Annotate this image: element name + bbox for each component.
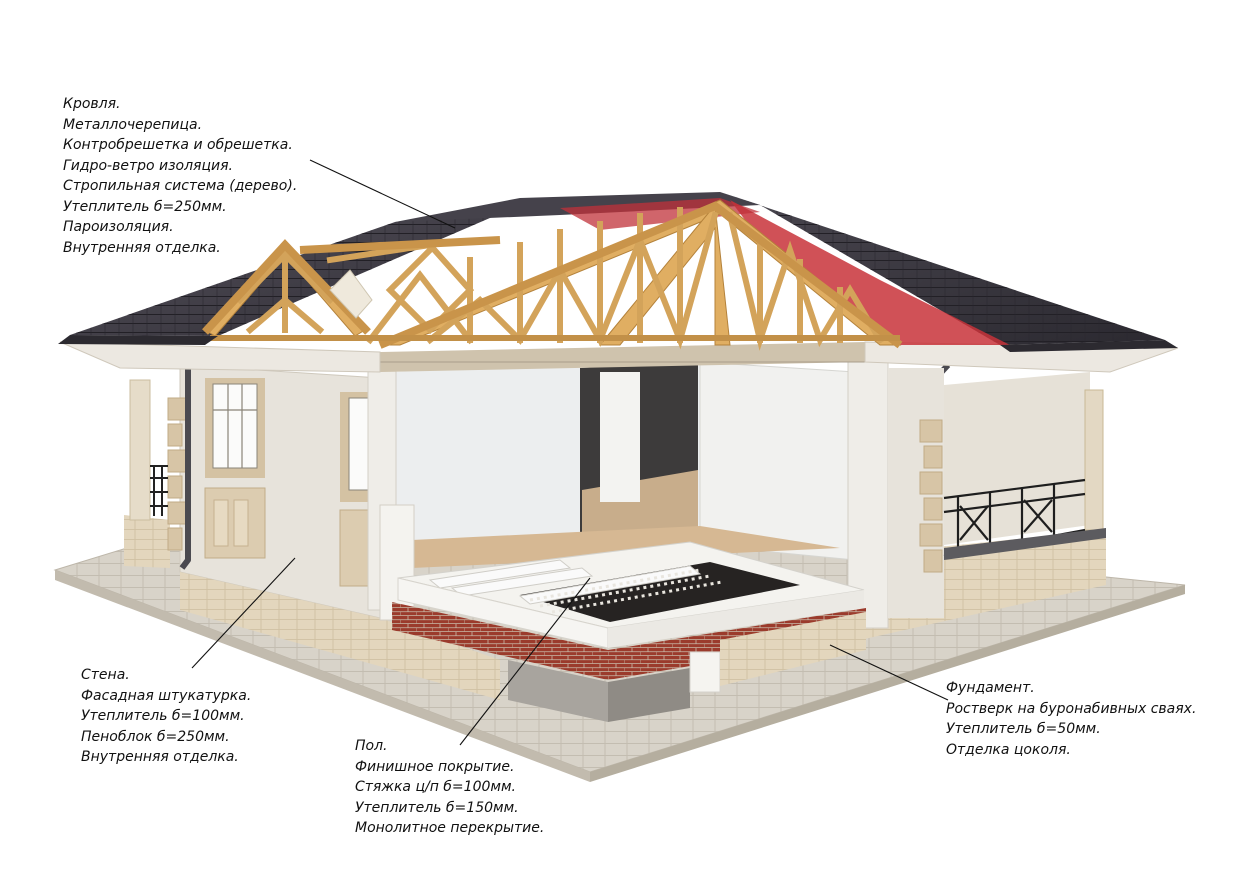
annotation-foundation-line: Фундамент. [946,680,1035,696]
floor-slab-side-edge [608,590,864,648]
foundation-grillage-front [508,660,608,722]
interior-door-jamb [600,372,640,502]
foundation-grillage-side [608,668,690,722]
annotation-floor: Пол. Финишное покрытие. Стяжка ц/п б=100… [355,736,544,839]
annotation-foundation: Фундамент. Ростверк на буронабивных свая… [946,678,1196,760]
roof-membrane [730,200,1010,345]
leader-roof [309,159,456,229]
plinth-finish-right [720,612,866,686]
roof-fascia [58,335,218,345]
roof-slope-right-tiles [720,192,1165,345]
annotation-wall-line: Внутренняя отделка. [81,749,239,765]
annotation-foundation-line: Утеплитель б=50мм. [946,721,1101,737]
annotation-wall: Стена. Фасадная штукатурка. Утеплитель б… [81,665,251,768]
watermark [905,728,914,758]
annotation-roof-line: Кровля. [63,96,121,112]
ceiling-slab [380,342,865,372]
window-left-glass [212,383,258,469]
wall-cut-right [847,359,889,629]
gable-sheathing [329,269,373,319]
porch-railing-left [150,465,168,516]
porch-plinth-left [124,515,170,568]
annotation-wall-line: Стена. [81,667,130,683]
plinth-insulation-block [689,651,721,693]
annotation-roof-line: Гидро-ветро изоляция. [63,157,233,174]
annotation-roof-line: Пароизоляция. [63,219,174,235]
annotation-wall-line: Фасадная штукатурка. [81,687,252,704]
annotation-roof-line: Утеплитель б=250мм. [63,198,227,215]
corner-quoins-left [167,397,187,551]
leader-foundation [829,644,949,701]
foundation-brick-front [392,602,608,680]
annotation-roof-line: Контробрешетка и обрешетка. [63,137,293,153]
ground-edge-right [590,585,1185,782]
plinth-left-facade [180,572,500,700]
annotation-roof-line: Внутренняя отделка. [63,239,221,256]
annotation-floor-line: Пол. [355,738,388,754]
eave-left [59,341,381,373]
porch-back-wall-right [944,372,1090,545]
annotation-wall-line: Пеноблок б=250мм. [81,728,230,745]
annotation-roof-line: Металлочерепица. [63,116,203,133]
leader-floor [459,577,591,746]
floor-pit-dark [520,562,800,622]
roof-fascia-right [1000,340,1178,352]
annotation-roof: Кровля. Металлочерепица. Контробрешетка … [63,94,297,258]
floor-rebar [529,568,723,614]
annotation-floor-line: Стяжка ц/п б=100мм. [355,779,516,795]
ground-edge [55,570,590,782]
interior-wood-floor [412,526,840,568]
porch-column-right [1084,389,1104,531]
annotation-floor-line: Утеплитель б=150мм. [355,799,519,816]
annotation-foundation-line: Ростверк на буронабивных сваях. [946,700,1197,717]
annotation-roof-line: Стропильная система (дерево). [63,178,298,194]
annotation-wall-line: Утеплитель б=100мм. [81,708,245,724]
annotation-floor-line: Монолитное перекрытие. [355,820,545,836]
truss-chords [202,201,903,349]
annotation-floor-line: Финишное покрытие. [355,758,515,775]
leader-lines [191,159,949,746]
porch-column-left [129,379,151,521]
leader-wall [191,557,296,669]
annotation-foundation-line: Отделка цоколя. [946,741,1071,758]
porch-floor-slab-right [944,528,1106,560]
roof-slope-left-tiles [70,205,520,336]
